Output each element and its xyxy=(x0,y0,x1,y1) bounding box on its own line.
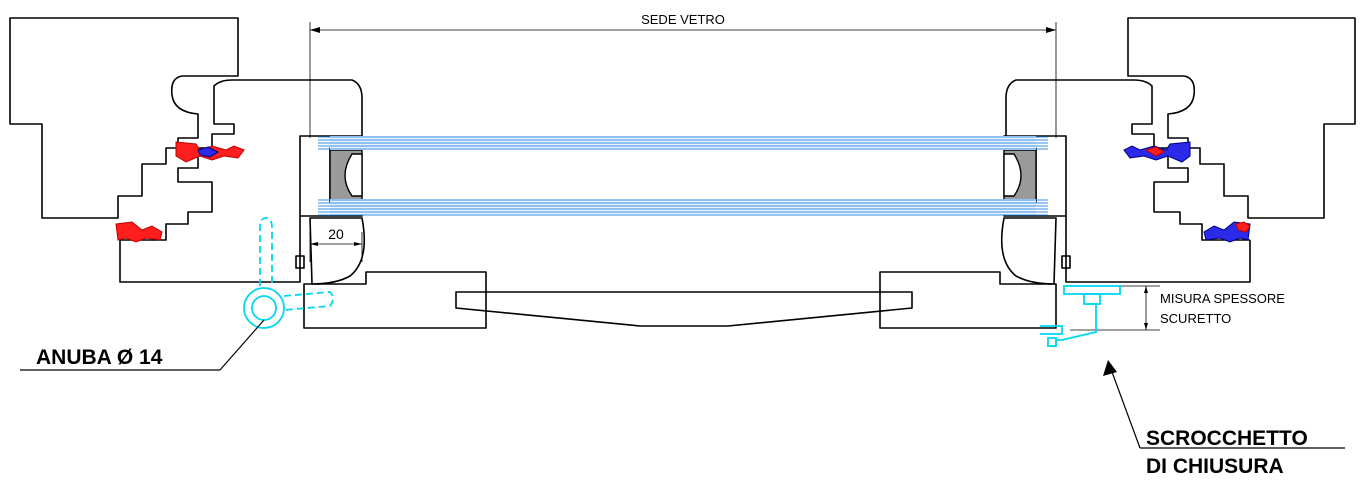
right-small-block xyxy=(1061,255,1071,269)
left-small-block xyxy=(295,255,305,269)
shutter-left-panel xyxy=(303,271,487,329)
glass-seat-dimension xyxy=(309,22,1057,138)
left-frame-bottom xyxy=(119,216,301,283)
right-frame-lower xyxy=(1005,79,1250,241)
shutter-thickness-dimension xyxy=(1070,285,1160,331)
dimension-20 xyxy=(309,232,363,262)
left-gasket-upper-blue xyxy=(197,146,220,158)
shutter-right-panel xyxy=(879,271,1057,329)
right-frame-profile xyxy=(1127,17,1356,219)
right-bead xyxy=(1000,217,1057,285)
left-spacer-inner xyxy=(344,153,363,197)
latch-leader xyxy=(1111,371,1141,449)
shutter-center-bar xyxy=(455,291,913,327)
right-spacer-inner xyxy=(1003,153,1022,197)
latch-hardware xyxy=(1040,285,1121,347)
left-gasket-lower xyxy=(115,221,163,243)
right-frame-bottom xyxy=(1065,216,1251,283)
latch-label-1: SCROCCHETTO xyxy=(1146,427,1308,450)
hinge-label: ANUBA Ø 14 xyxy=(36,346,163,369)
dimension-20-label: 20 xyxy=(328,226,344,242)
hinge-hardware xyxy=(243,217,334,329)
right-gasket-upper-red xyxy=(1144,146,1166,157)
hinge-leader xyxy=(219,319,265,371)
right-gasket-lower-red xyxy=(1235,221,1251,233)
shutter-thickness-label-1: MISURA SPESSORE xyxy=(1160,291,1285,306)
glass-lower-pane xyxy=(318,199,1048,216)
latch-label-2: DI CHIUSURA xyxy=(1146,455,1284,478)
glass-seat-label: SEDE VETRO xyxy=(641,12,725,27)
latch-arrowhead xyxy=(1103,360,1117,376)
shutter-thickness-label-2: SCURETTO xyxy=(1160,311,1231,326)
left-frame-profile xyxy=(9,17,239,219)
glass-upper-pane xyxy=(318,136,1048,150)
left-frame-lower xyxy=(120,79,363,241)
